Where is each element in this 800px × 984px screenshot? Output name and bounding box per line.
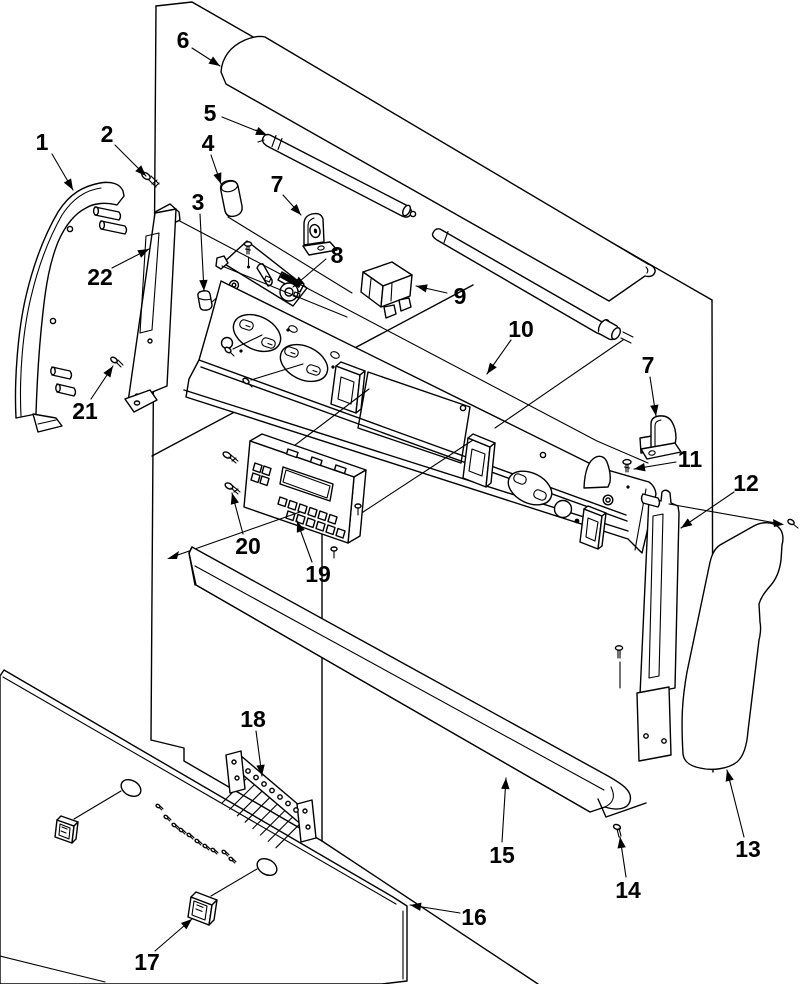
- callout-arrow-5: [255, 127, 267, 135]
- bracket-part-22: [124, 203, 181, 413]
- left-end-cap-part-1: [14, 181, 128, 433]
- callout-arrow-10: [487, 362, 497, 374]
- callout-label-19: 19: [305, 561, 331, 587]
- callout-label-13: 13: [735, 836, 761, 862]
- cutout-screw-2: [242, 363, 304, 388]
- callout-arrow-3: [199, 279, 208, 291]
- callout-label-21: 21: [72, 398, 98, 424]
- bottom-rail-part-15: [188, 546, 647, 818]
- callout-arrow-16: [410, 902, 422, 911]
- callout-arrow-14: [617, 837, 626, 849]
- switch-part-17: [187, 868, 258, 926]
- end-cap-part-4: [219, 179, 243, 218]
- callout-arrow-4: [213, 172, 222, 184]
- right-end-dome: [583, 455, 611, 489]
- callout-label-7: 7: [642, 352, 655, 378]
- callout-label-11: 11: [678, 446, 703, 472]
- rocker-switch-3: [579, 505, 607, 550]
- lower-front-panel-part-16: [0, 669, 408, 984]
- hood-part-6: [220, 35, 656, 302]
- assembly-line-tube: [494, 339, 624, 429]
- callout-label-18: 18: [240, 706, 266, 732]
- callout-label-7: 7: [271, 171, 284, 197]
- callout-arrow-7: [650, 404, 659, 416]
- callout-arrow-15: [501, 778, 510, 790]
- terminal-strip-part-18: [221, 750, 317, 849]
- screw-part-11: [622, 458, 632, 489]
- callout-leader-3: [199, 213, 205, 292]
- trim-studs-top: [92, 206, 128, 235]
- callout-label-8: 8: [331, 242, 344, 268]
- callout-label-2: 2: [101, 121, 114, 147]
- callout-arrow-11: [634, 463, 646, 472]
- callout-arrow-2: [135, 165, 146, 176]
- relay-part-9: [360, 261, 413, 319]
- stray-assembly-arrow: [167, 511, 301, 559]
- callout-label-20: 20: [235, 533, 261, 559]
- callout-label-16: 16: [461, 904, 487, 930]
- trim-studs-bottom: [50, 366, 77, 397]
- callout-arrow-22: [137, 249, 149, 258]
- screw-part-21: [110, 356, 124, 368]
- plate-screw: [243, 241, 253, 269]
- callout-arrow-21: [103, 366, 113, 378]
- callout-label-12: 12: [733, 470, 759, 496]
- switch-cutout-2: [279, 343, 329, 383]
- callout-label-6: 6: [177, 27, 190, 53]
- callout-arrow-17: [180, 919, 192, 930]
- callout-arrow-18: [256, 764, 265, 776]
- callout-leader-13: [726, 769, 745, 838]
- callout-label-17: 17: [134, 949, 160, 975]
- callout-label-22: 22: [87, 264, 113, 290]
- lamp-bracket-right-part-7: [639, 415, 682, 460]
- lamp-tube-lower: [431, 228, 634, 344]
- bracket-part-12: [636, 489, 680, 762]
- callout-label-4: 4: [202, 130, 215, 156]
- callout-arrow-19: [296, 521, 305, 533]
- control-panel-part-10: [173, 217, 657, 554]
- callout-arrow-6: [208, 56, 220, 66]
- screw-part-14: [612, 823, 622, 838]
- callout-label-10: 10: [508, 316, 534, 342]
- lamp-bracket-left-part-7: [302, 212, 338, 256]
- callout-arrow-9: [416, 284, 428, 293]
- rocker-switch-2: [462, 433, 496, 488]
- switch-left: [54, 790, 122, 844]
- callout-arrow-1: [63, 178, 73, 190]
- cutout-screw-1: [224, 334, 263, 357]
- switch-cutout-1: [232, 313, 282, 353]
- callout-label-14: 14: [615, 877, 641, 903]
- bumper-part-3: [197, 286, 230, 311]
- callout-arrow-12: [681, 518, 693, 528]
- screw-near-13: [668, 503, 799, 529]
- callout-label-5: 5: [204, 100, 217, 126]
- panel-screw-row: [155, 803, 237, 864]
- switch-cutout-3: [507, 470, 553, 506]
- callout-label-1: 1: [36, 129, 49, 155]
- bracket-12-tab: [640, 493, 661, 508]
- control-board-part-19: [243, 433, 367, 559]
- callout-arrow-8: [293, 276, 305, 287]
- callout-label-3: 3: [192, 189, 205, 215]
- callout-arrow-13: [725, 770, 734, 782]
- callout-arrow-7: [290, 204, 301, 215]
- callout-label-15: 15: [489, 842, 515, 868]
- screws-part-20: [222, 451, 241, 495]
- bracket-12-screw: [614, 645, 624, 689]
- callout-arrow-20: [230, 493, 239, 505]
- right-end-cap-part-13: [681, 522, 784, 771]
- callout-label-9: 9: [454, 283, 467, 309]
